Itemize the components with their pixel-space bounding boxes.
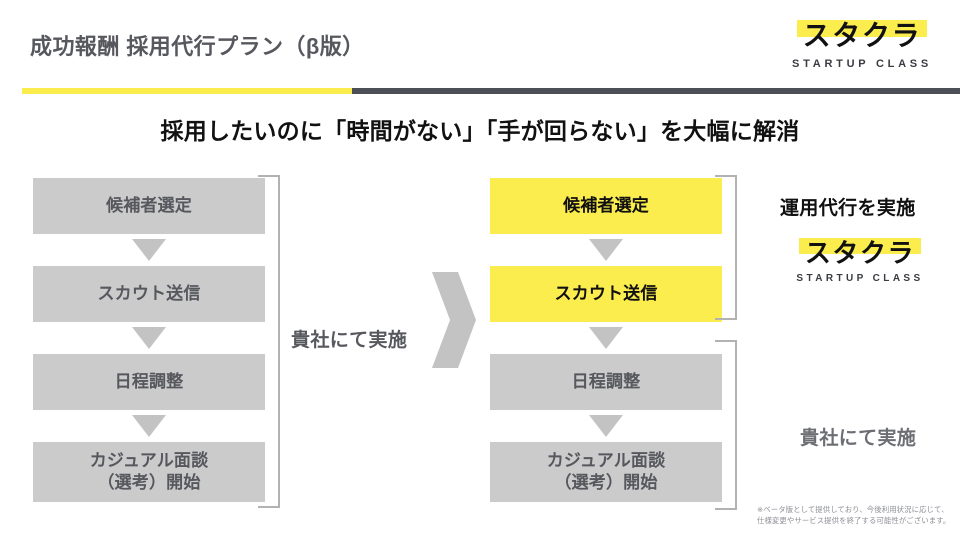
flow-left-arrow-3 [33, 410, 265, 442]
flow-right-step-4: カジュアル面談 （選考）開始 [490, 442, 722, 502]
brand-logo-subtitle: STARTUP CLASS [796, 273, 924, 284]
arrow-down-icon [132, 415, 166, 437]
brand-logo-highlight [798, 238, 922, 255]
brand-logo-mark: スタクラ [798, 238, 922, 266]
label-client-scope: 貴社にて実施 [800, 428, 917, 449]
page-title: 成功報酬 採用代行プラン（β版） [30, 34, 365, 59]
flow-column-current: 候補者選定 スカウト送信 日程調整 カジュアル面談 （選考）開始 [33, 178, 265, 502]
transition-arrow-icon [432, 272, 476, 368]
flow-left-step-4: カジュアル面談 （選考）開始 [33, 442, 265, 502]
arrow-down-icon [589, 239, 623, 261]
header-rule-dark [352, 88, 960, 94]
brand-logo-side: スタクラ STARTUP CLASS [770, 238, 950, 284]
flow-right-arrow-1 [490, 234, 722, 266]
headline: 採用したいのに「時間がない」「手が回らない」を大幅に解消 [160, 118, 800, 144]
flow-left-arrow-1 [33, 234, 265, 266]
flow-right-step-1: 候補者選定 [490, 178, 722, 234]
bracket-right-agency [715, 175, 737, 320]
flow-column-proposed: 候補者選定 スカウト送信 日程調整 カジュアル面談 （選考）開始 [490, 178, 722, 502]
bracket-left-column [258, 175, 280, 508]
footnote-line-2: 仕様変更やサービス提供を終了する可能性がございます。 [757, 516, 951, 526]
brand-logo-header: スタクラ STARTUP CLASS [782, 20, 942, 70]
label-agency-scope: 運用代行を実施 [780, 198, 916, 219]
footnote: ※ベータ版として提供しており、今後利用状況に応じて、 仕様変更やサービス提供を終… [757, 504, 957, 527]
brand-logo-mark: スタクラ [796, 20, 928, 50]
brand-logo-highlight [796, 20, 928, 38]
header-rule-yellow [22, 88, 352, 94]
flow-left-step-2: スカウト送信 [33, 266, 265, 322]
flow-left-step-3: 日程調整 [33, 354, 265, 410]
arrow-down-icon [132, 327, 166, 349]
flow-left-arrow-2 [33, 322, 265, 354]
flow-right-arrow-2 [490, 322, 722, 354]
flow-right-arrow-3 [490, 410, 722, 442]
label-left-owner: 貴社にて実施 [291, 330, 408, 351]
bracket-right-client [715, 340, 737, 510]
footnote-line-1: ※ベータ版として提供しており、今後利用状況に応じて、 [757, 505, 949, 514]
arrow-down-icon [589, 415, 623, 437]
brand-logo-subtitle: STARTUP CLASS [792, 58, 932, 70]
flow-right-step-3: 日程調整 [490, 354, 722, 410]
arrow-down-icon [589, 327, 623, 349]
flow-right-step-2: スカウト送信 [490, 266, 722, 322]
flow-left-step-1: 候補者選定 [33, 178, 265, 234]
arrow-down-icon [132, 239, 166, 261]
